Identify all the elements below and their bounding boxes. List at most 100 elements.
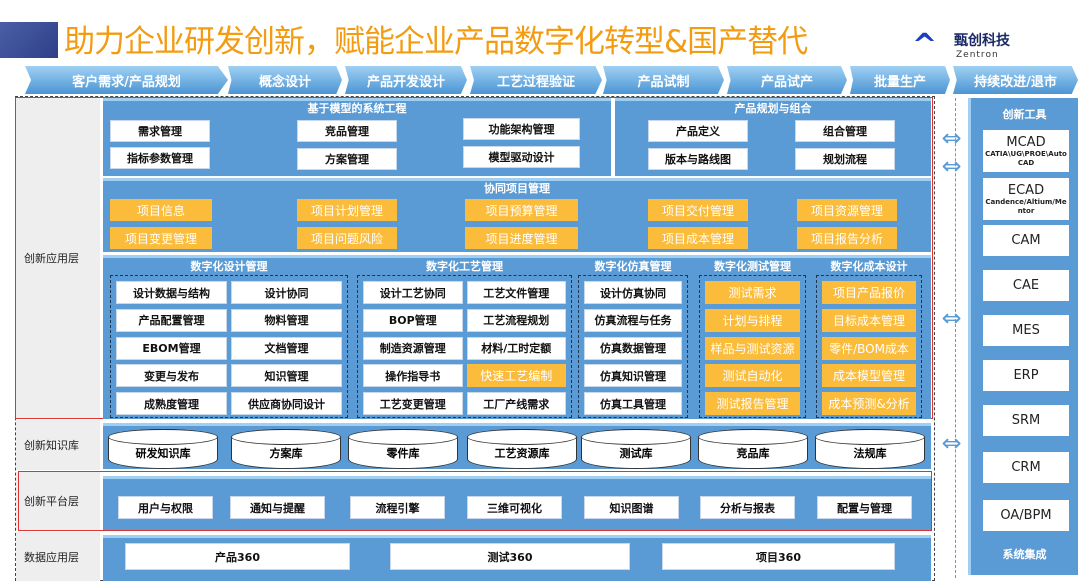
process-item[interactable]: 设计工艺协同 <box>363 281 463 304</box>
project-item[interactable]: 项目问题风险 <box>297 227 397 249</box>
process-item[interactable]: 工厂产线需求 <box>466 392 566 416</box>
design-item[interactable]: 设计协同 <box>231 281 342 304</box>
test-item[interactable]: 计划与排程 <box>705 308 800 332</box>
design-item[interactable]: 设计数据与结构 <box>116 281 227 304</box>
logo-icon: ^ <box>912 28 938 63</box>
mbse-item[interactable]: 功能架构管理 <box>463 118 580 140</box>
page-title: 助力企业研发创新，赋能企业产品数字化转型&国产替代 <box>64 24 808 60</box>
data-app[interactable]: 测试360 <box>390 543 630 570</box>
design-item[interactable]: 变更与发布 <box>116 364 227 388</box>
knowledge-base[interactable]: 法规库 <box>815 429 925 469</box>
planning-item[interactable]: 产品定义 <box>648 120 748 142</box>
logo: ^ 甄创科技 Zentron <box>912 26 1042 70</box>
cost-item[interactable]: 成本模型管理 <box>822 364 916 388</box>
design-group <box>110 275 348 418</box>
process-item[interactable]: 制造资源管理 <box>363 336 463 360</box>
cost-title: 数字化成本设计 <box>830 260 908 273</box>
test-item[interactable]: 测试自动化 <box>705 364 800 388</box>
test-item[interactable]: 测试报告管理 <box>705 392 800 416</box>
project-item[interactable]: 项目进度管理 <box>465 227 578 249</box>
design-item[interactable]: 物料管理 <box>231 308 342 332</box>
platform-service[interactable]: 三维可视化 <box>467 496 562 519</box>
design-item[interactable]: EBOM管理 <box>116 336 227 360</box>
process-item[interactable]: 工艺流程规划 <box>466 308 566 332</box>
test-item[interactable]: 样品与测试资源 <box>705 336 800 360</box>
project-item[interactable]: 项目交付管理 <box>648 199 748 221</box>
knowledge-base[interactable]: 测试库 <box>581 429 691 469</box>
platform-service[interactable]: 分析与报表 <box>700 496 795 519</box>
project-item[interactable]: 项目成本管理 <box>648 227 748 249</box>
cost-item[interactable]: 项目产品报价 <box>822 281 916 304</box>
simulation-item[interactable]: 仿真工具管理 <box>584 392 682 416</box>
project-item[interactable]: 项目资源管理 <box>797 199 897 221</box>
phase-5[interactable]: 产品试制 <box>603 66 724 94</box>
mbse-item[interactable]: 方案管理 <box>297 148 397 170</box>
process-item[interactable]: 材料/工时定额 <box>466 336 566 360</box>
tool-mes[interactable]: MES <box>983 315 1069 346</box>
phase-6[interactable]: 产品试产 <box>727 66 847 94</box>
process-item[interactable]: 快速工艺编制 <box>466 364 566 388</box>
phase-7[interactable]: 批量生产 <box>850 66 950 94</box>
knowledge-base[interactable]: 研发知识库 <box>108 429 218 469</box>
platform-service[interactable]: 配置与管理 <box>817 496 912 519</box>
tool-cam[interactable]: CAM <box>983 225 1069 256</box>
planning-item[interactable]: 组合管理 <box>795 120 895 142</box>
tool-crm[interactable]: CRM <box>983 452 1069 483</box>
simulation-item[interactable]: 仿真知识管理 <box>584 364 682 388</box>
tool-srm[interactable]: SRM <box>983 405 1069 436</box>
planning-item[interactable]: 版本与路线图 <box>648 148 748 170</box>
mbse-item[interactable]: 模型驱动设计 <box>463 146 580 168</box>
test-item[interactable]: 测试需求 <box>705 281 800 304</box>
knowledge-base[interactable]: 零件库 <box>348 429 458 469</box>
design-item[interactable]: 文档管理 <box>231 336 342 360</box>
tool-cae[interactable]: CAE <box>983 270 1069 301</box>
data-app[interactable]: 产品360 <box>125 543 350 570</box>
platform-service[interactable]: 知识图谱 <box>584 496 679 519</box>
cost-item[interactable]: 成本预测&分析 <box>822 392 916 416</box>
knowledge-base[interactable]: 工艺资源库 <box>467 429 577 469</box>
simulation-item[interactable]: 仿真数据管理 <box>584 336 682 360</box>
process-item[interactable]: BOP管理 <box>363 308 463 332</box>
simulation-item[interactable]: 仿真流程与任务 <box>584 308 682 332</box>
tool-name: CRM <box>1011 460 1041 475</box>
double-arrow-icon: ⇔ <box>941 156 962 176</box>
design-item[interactable]: 成熟度管理 <box>116 392 227 416</box>
mbse-item[interactable]: 指标参数管理 <box>110 147 210 169</box>
phase-2[interactable]: 概念设计 <box>228 66 342 94</box>
project-item[interactable]: 项目变更管理 <box>110 227 212 249</box>
design-item[interactable]: 产品配置管理 <box>116 308 227 332</box>
cost-item[interactable]: 零件/BOM成本 <box>822 336 916 360</box>
mbse-item[interactable]: 需求管理 <box>110 120 210 142</box>
design-item[interactable]: 知识管理 <box>231 364 342 388</box>
phase-3[interactable]: 产品开发设计 <box>345 66 467 94</box>
mbse-title: 基于模型的系统工程 <box>307 102 407 115</box>
planning-item[interactable]: 规划流程 <box>795 148 895 170</box>
project-item[interactable]: 项目信息 <box>110 199 212 221</box>
project-item[interactable]: 项目预算管理 <box>465 199 578 221</box>
phase-1[interactable]: 客户需求/产品规划 <box>25 66 228 94</box>
phase-4[interactable]: 工艺过程验证 <box>470 66 602 94</box>
process-item[interactable]: 工艺变更管理 <box>363 392 463 416</box>
cost-group <box>816 275 922 418</box>
platform-service[interactable]: 用户与权限 <box>118 496 213 519</box>
cost-item[interactable]: 目标成本管理 <box>822 308 916 332</box>
tool-oa-bpm[interactable]: OA/BPM <box>983 500 1069 531</box>
simulation-item[interactable]: 设计仿真协同 <box>584 281 682 304</box>
process-item[interactable]: 操作指导书 <box>363 364 463 388</box>
project-item[interactable]: 项目计划管理 <box>297 199 397 221</box>
project-item[interactable]: 项目报告分析 <box>797 227 897 249</box>
platform-service[interactable]: 流程引擎 <box>350 496 445 519</box>
knowledge-base[interactable]: 方案库 <box>231 429 341 469</box>
data-app[interactable]: 项目360 <box>662 543 895 570</box>
tool-erp[interactable]: ERP <box>983 360 1069 391</box>
platform-service[interactable]: 通知与提醒 <box>230 496 325 519</box>
logo-en: Zentron <box>956 50 999 60</box>
process-item[interactable]: 工艺文件管理 <box>466 281 566 304</box>
mbse-item[interactable]: 竞品管理 <box>297 120 397 142</box>
knowledge-base[interactable]: 竞品库 <box>698 429 808 469</box>
design-item[interactable]: 供应商协同设计 <box>231 392 342 416</box>
phase-8[interactable]: 持续改进/退市 <box>953 66 1078 94</box>
